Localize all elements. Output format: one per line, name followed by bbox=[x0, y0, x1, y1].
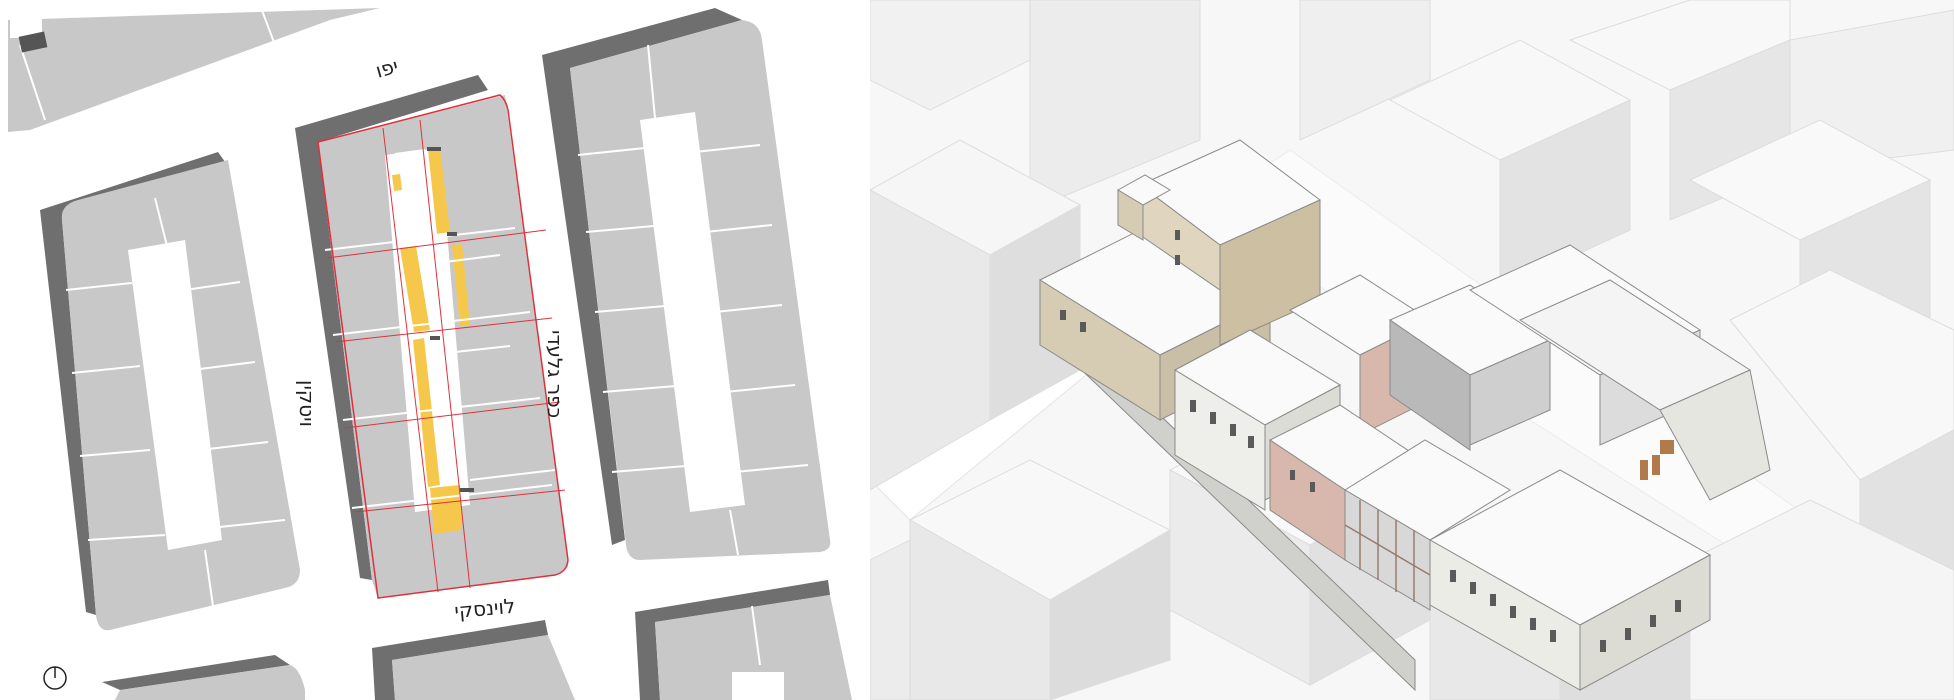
block-bottom-left bbox=[102, 655, 305, 700]
block-left bbox=[40, 152, 300, 631]
axonometric-view bbox=[870, 0, 1954, 700]
street-label-south: לוינסקי bbox=[453, 594, 516, 623]
north-arrow-icon bbox=[43, 666, 67, 690]
site-plan: יפו ויטקין כפר גלעדי לוינסקי bbox=[0, 0, 856, 700]
block-bottom-center bbox=[372, 620, 575, 700]
block-site bbox=[295, 75, 569, 599]
block-bottom-right bbox=[635, 580, 852, 700]
street-label-east: כפר גלעדי bbox=[543, 330, 567, 418]
building-complex bbox=[1038, 139, 1771, 692]
block-right bbox=[542, 8, 831, 560]
street-label-west: ויטקין bbox=[295, 380, 319, 427]
block-top-left bbox=[8, 4, 380, 132]
site-boundary bbox=[317, 94, 569, 599]
